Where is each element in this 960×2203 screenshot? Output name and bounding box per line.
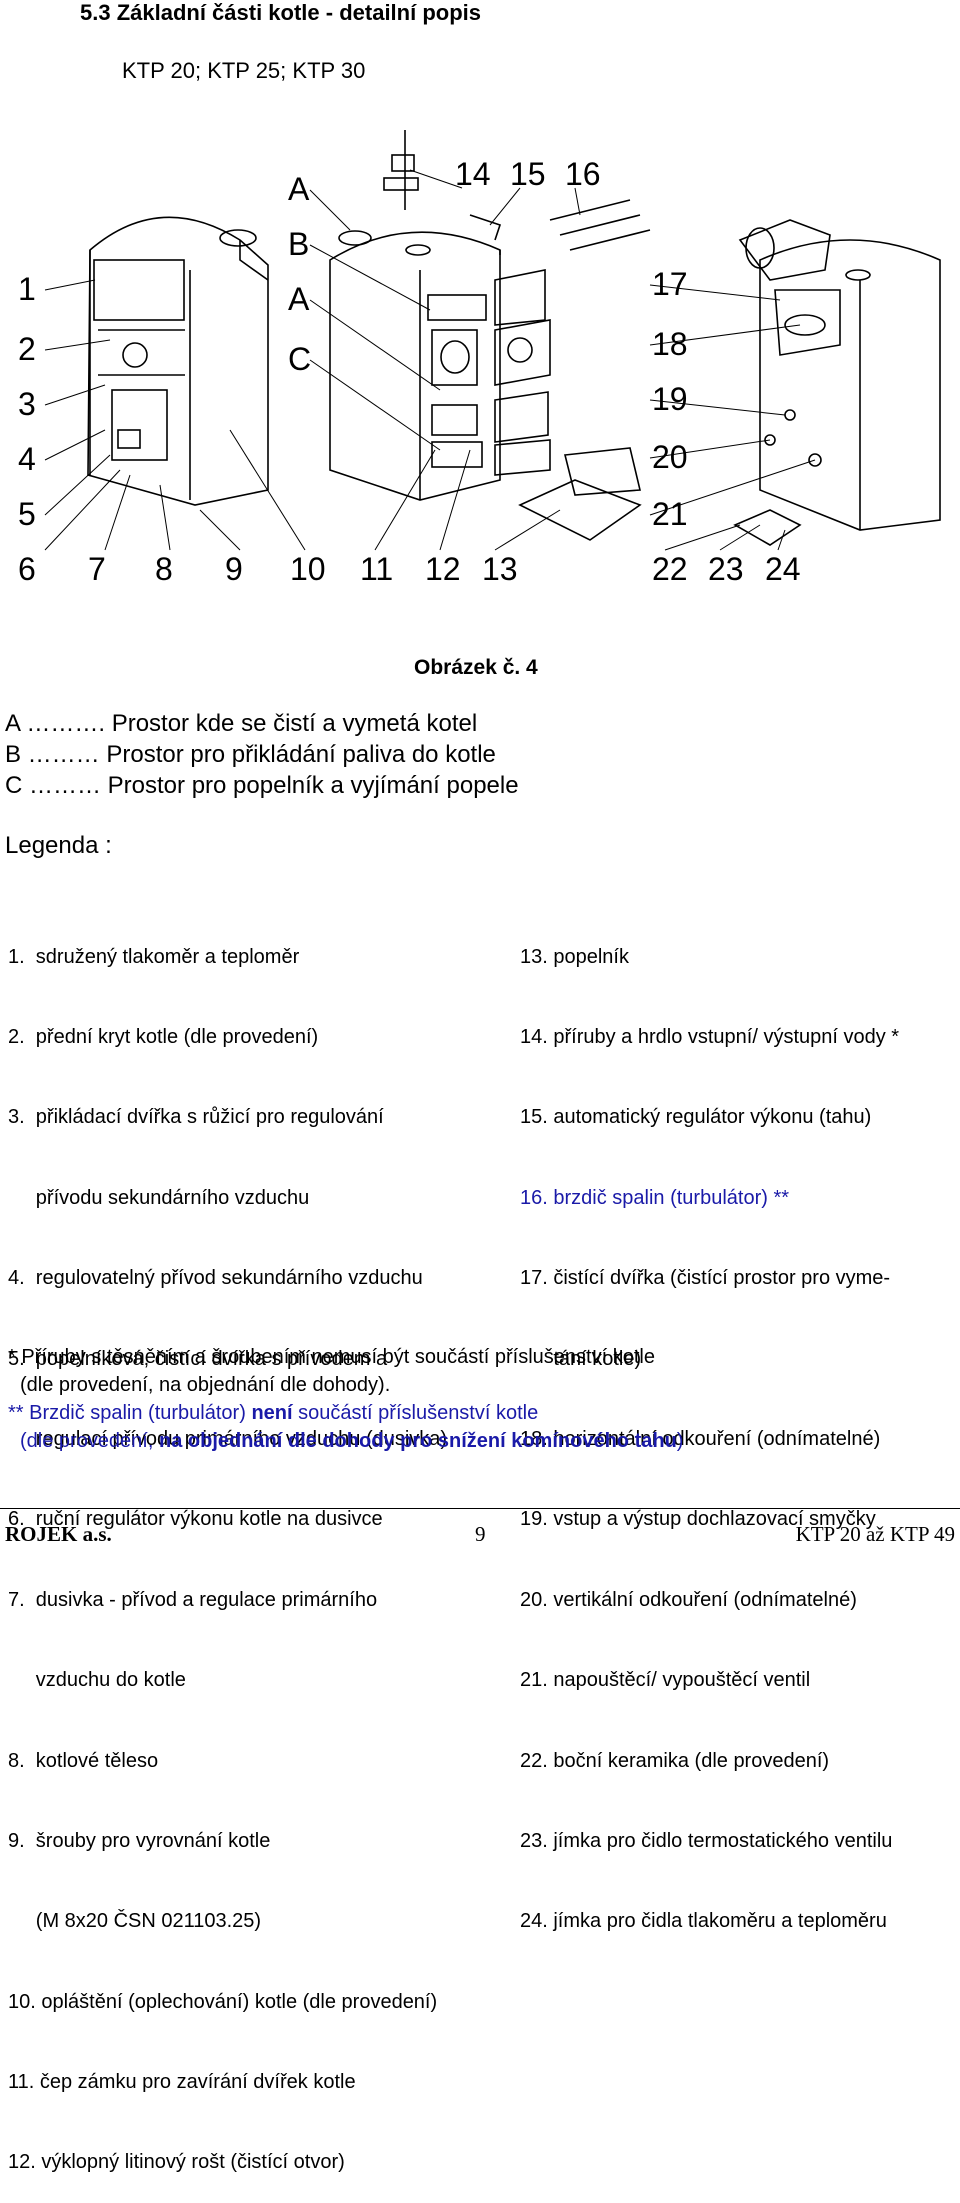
label-8: 8 xyxy=(155,551,173,587)
label-12: 12 xyxy=(425,551,461,587)
legend-item: 19. vstup a výstup dochlazovací smyčky xyxy=(520,1508,876,1531)
legend-item: 2. přední kryt kotle (dle provedení) xyxy=(8,1025,319,1048)
note-turbulator: ** Brzdič spalin (turbulátor) není součá… xyxy=(8,1402,538,1425)
boiler-open-doors-view xyxy=(329,130,651,541)
note-turbulator-cont: (dle provedení, na objednání dle dohody … xyxy=(20,1430,683,1453)
legend-item: 3. přikládací dvířka s růžicí pro regulo… xyxy=(8,1106,384,1129)
section-a: A ………. Prostor kde se čistí a vymetá kot… xyxy=(5,710,478,737)
label-6: 6 xyxy=(18,551,36,587)
section-b: B ……… Prostor pro přikládání paliva do k… xyxy=(5,741,496,768)
leader-lines xyxy=(44,169,816,551)
boiler-exploded-drawing: 1 2 3 4 5 6 7 8 9 10 11 12 13 A B A C 14… xyxy=(18,130,941,587)
label-21: 21 xyxy=(652,496,688,532)
label-zone-c: C xyxy=(288,341,311,377)
model-subtitle: KTP 20; KTP 25; KTP 30 xyxy=(122,58,366,83)
legend-item: 18. horizontální odkouření (odnímatelné) xyxy=(520,1427,881,1450)
legend-item: regulací přívodu primárního vzduchu (dus… xyxy=(8,1427,448,1450)
label-zone-a2: A xyxy=(288,281,310,317)
legend-item: tání kotle) xyxy=(520,1347,642,1370)
label-23: 23 xyxy=(708,551,744,587)
legend-item: 13. popelník xyxy=(520,945,629,968)
label-zone-b: B xyxy=(288,226,309,262)
legend-item: 10. opláštění (oplechování) kotle (dle p… xyxy=(8,1990,438,2013)
label-7: 7 xyxy=(88,551,106,587)
label-zone-a1: A xyxy=(288,171,310,207)
legend-item: 12. výklopný litinový rošt (čistící otvo… xyxy=(8,2151,345,2174)
legend-item: 9. šrouby pro vyrovnání kotle xyxy=(8,1829,271,1852)
label-15: 15 xyxy=(510,156,546,192)
legend-item: 5. popelníková, čistící dvířka s přívode… xyxy=(8,1347,388,1370)
label-22: 22 xyxy=(652,551,688,587)
label-5: 5 xyxy=(18,496,36,532)
legend-item: (M 8x20 ČSN 021103.25) xyxy=(8,1910,262,1933)
legend-item: 23. jímka pro čidlo termostatického vent… xyxy=(520,1829,893,1852)
note-turbulator-emphasis: není xyxy=(251,1402,293,1424)
legend-item: 16. brzdič spalin (turbulátor) ** xyxy=(520,1186,790,1209)
note-turbulator-part: (dle provedení, xyxy=(20,1430,159,1452)
legend-item: 4. regulovatelný přívod sekundárního vzd… xyxy=(8,1267,423,1290)
label-3: 3 xyxy=(18,386,36,422)
legend-item: 21. napouštěcí/ vypouštěcí ventil xyxy=(520,1669,811,1692)
legend-item: 11. čep zámku pro zavírání dvířek kotle xyxy=(8,2071,356,2094)
label-2: 2 xyxy=(18,331,36,367)
legend-item: 6. ruční regulátor výkonu kotle na dusiv… xyxy=(8,1508,383,1531)
footer-company: ROJEK a.s. xyxy=(5,1522,112,1546)
legend-item: 17. čistící dvířka (čistící prostor pro … xyxy=(520,1267,891,1290)
label-1: 1 xyxy=(18,271,36,307)
label-19: 19 xyxy=(652,381,688,417)
label-14: 14 xyxy=(455,156,491,192)
legend-item: vzduchu do kotle xyxy=(8,1669,186,1692)
label-4: 4 xyxy=(18,441,36,477)
label-24: 24 xyxy=(765,551,801,587)
legend-item: 14. příruby a hrdlo vstupní/ výstupní vo… xyxy=(520,1025,900,1048)
legend-item: 7. dusivka - přívod a regulace primárníh… xyxy=(8,1588,378,1611)
note-turbulator-emphasis: na objednání dle dohody pro snížení komí… xyxy=(158,1430,677,1452)
legend-title: Legenda : xyxy=(5,832,112,859)
label-9: 9 xyxy=(225,551,243,587)
legend-item: 22. boční keramika (dle provedení) xyxy=(520,1749,830,1772)
section-c: C ……… Prostor pro popelník a vyjímání po… xyxy=(5,772,519,799)
note-flanges-cont: (dle provedení, na objednání dle dohody)… xyxy=(20,1374,391,1396)
label-13: 13 xyxy=(482,551,518,587)
note-turbulator-part: ) xyxy=(676,1430,684,1452)
legend-item: 8. kotlové těleso xyxy=(8,1749,159,1772)
label-17: 17 xyxy=(652,266,688,302)
footer-rule xyxy=(0,1508,960,1509)
legend-right-column: 13. popelník 14. příruby a hrdlo vstupní… xyxy=(520,890,899,1962)
label-16: 16 xyxy=(565,156,601,192)
footer-model: KTP 20 až KTP 49 xyxy=(795,1522,955,1546)
part-number-labels: 1 2 3 4 5 6 7 8 9 10 11 12 13 A B A C 14… xyxy=(18,156,801,587)
boiler-front-view xyxy=(87,216,269,506)
legend-item: 24. jímka pro čidla tlakoměru a teploměr… xyxy=(520,1910,887,1933)
label-10: 10 xyxy=(290,551,326,587)
label-11: 11 xyxy=(360,551,393,587)
legend-item: 20. vertikální odkouření (odnímatelné) xyxy=(520,1588,857,1611)
legend-item: 1. sdružený tlakoměr a teploměr xyxy=(8,945,300,968)
note-turbulator-part: součástí příslušenství kotle xyxy=(292,1402,539,1424)
boiler-rear-view xyxy=(733,219,941,546)
footer-page-number: 9 xyxy=(475,1522,486,1546)
figure-caption: Obrázek č. 4 xyxy=(414,656,538,679)
note-flanges: * Příruby s těsněním a šroubením nemusí … xyxy=(8,1346,655,1368)
legend-item: 15. automatický regulátor výkonu (tahu) xyxy=(520,1106,872,1129)
note-turbulator-part: ** Brzdič spalin (turbulátor) xyxy=(8,1402,252,1424)
legend-item: přívodu sekundárního vzduchu xyxy=(8,1186,310,1209)
page-title: 5.3 Základní části kotle - detailní popi… xyxy=(80,0,481,25)
